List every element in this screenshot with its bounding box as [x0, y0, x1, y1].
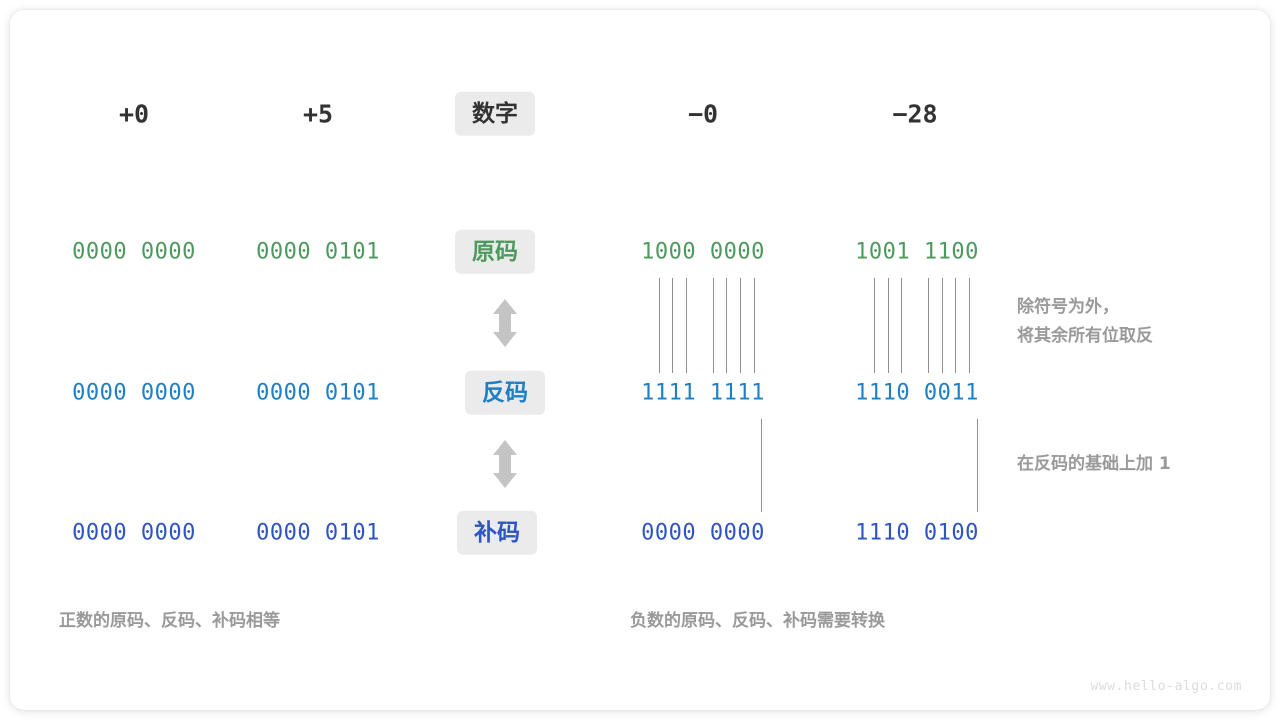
column-header-pos5: +5: [302, 99, 334, 129]
sign-magnitude-neg28: 1001 1100: [855, 239, 979, 265]
connector-line: [754, 278, 755, 373]
connector-line: [713, 278, 714, 373]
connector-line: [672, 278, 673, 373]
row-label-sign-magnitude: 原码: [455, 229, 535, 275]
sign-magnitude-pos5: 0000 0101: [256, 239, 380, 265]
twos-complement-neg28: 1110 0100: [855, 520, 979, 546]
column-header-neg0: −0: [687, 99, 719, 129]
diagram-card: +0 +5 −0 −28 数字 0000 0000 0000 0101 1000…: [10, 10, 1270, 710]
sign-magnitude-pos0: 0000 0000: [72, 239, 196, 265]
ones-complement-pos0: 0000 0000: [72, 380, 196, 406]
connector-line: [969, 278, 970, 373]
column-header-pos0: +0: [118, 99, 150, 129]
connector-line: [977, 419, 978, 512]
ones-complement-neg28: 1110 0011: [855, 380, 979, 406]
up-down-arrow-icon: [490, 438, 520, 490]
ones-complement-neg0: 1111 1111: [641, 380, 765, 406]
caption-negative: 负数的原码、反码、补码需要转换: [630, 611, 885, 631]
row-label-ones-complement: 反码: [465, 370, 545, 416]
twos-complement-pos0: 0000 0000: [72, 520, 196, 546]
connector-line: [726, 278, 727, 373]
connector-line: [955, 278, 956, 373]
row-label-twos-complement: 补码: [457, 510, 537, 556]
caption-positive: 正数的原码、反码、补码相等: [59, 611, 280, 631]
up-down-arrow-icon: [490, 297, 520, 349]
annotation-invert-bits: 除符号为外， 将其余所有位取反: [1017, 297, 1153, 347]
twos-complement-pos5: 0000 0101: [256, 520, 380, 546]
column-header-neg28: −28: [892, 99, 938, 129]
connector-line: [659, 278, 660, 373]
row-label-number: 数字: [455, 91, 535, 137]
connector-line: [874, 278, 875, 373]
connector-line: [740, 278, 741, 373]
connector-line: [761, 419, 762, 512]
connector-line: [928, 278, 929, 373]
connector-line: [888, 278, 889, 373]
sign-magnitude-neg0: 1000 0000: [641, 239, 765, 265]
watermark: www.hello-algo.com: [1090, 679, 1242, 694]
connector-line: [901, 278, 902, 373]
ones-complement-pos5: 0000 0101: [256, 380, 380, 406]
connector-line: [686, 278, 687, 373]
connector-line: [942, 278, 943, 373]
annotation-add-one: 在反码的基础上加 1: [1017, 454, 1171, 474]
twos-complement-neg0: 0000 0000: [641, 520, 765, 546]
